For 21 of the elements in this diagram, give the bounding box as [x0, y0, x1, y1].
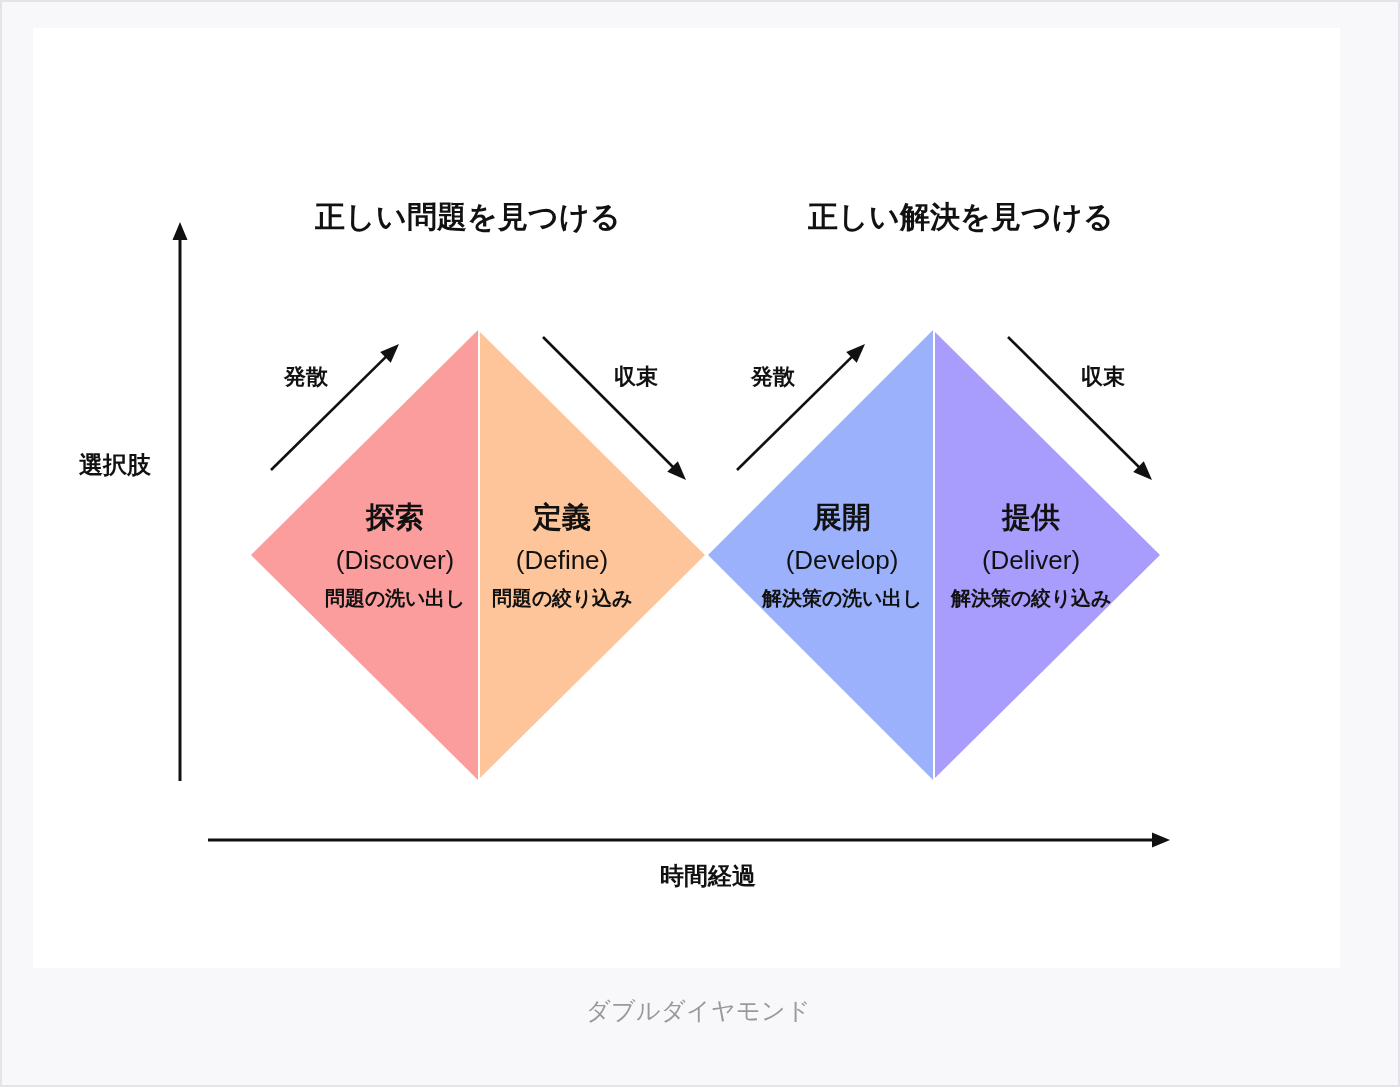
phase-subtitle: (Discover)	[335, 546, 455, 576]
direction-label: 発散	[751, 364, 795, 390]
axis-label: 時間経過	[660, 862, 756, 890]
phase-subtitle: (Define)	[515, 546, 609, 576]
phase-description: 問題の絞り込み	[492, 586, 632, 610]
direction-label: 発散	[284, 364, 328, 390]
axis-label: 選択肢	[79, 451, 151, 479]
section-heading: 正しい解決を見つける	[808, 199, 1114, 235]
direction-label: 収束	[614, 364, 658, 390]
phase-title: 探索	[366, 501, 424, 535]
phase-subtitle: (Deliver)	[981, 546, 1081, 576]
section-heading: 正しい問題を見つける	[315, 199, 621, 235]
phase-title: 定義	[533, 501, 591, 535]
phase-description: 問題の洗い出し	[325, 586, 465, 610]
phase-description: 解決策の絞り込み	[951, 586, 1111, 610]
direction-label: 収束	[1081, 364, 1125, 390]
caption: ダブルダイヤモンド	[585, 997, 811, 1025]
phase-subtitle: (Develop)	[785, 546, 899, 576]
phase-title: 提供	[1002, 501, 1060, 535]
phase-title: 展開	[813, 501, 871, 535]
phase-description: 解決策の洗い出し	[762, 586, 922, 610]
